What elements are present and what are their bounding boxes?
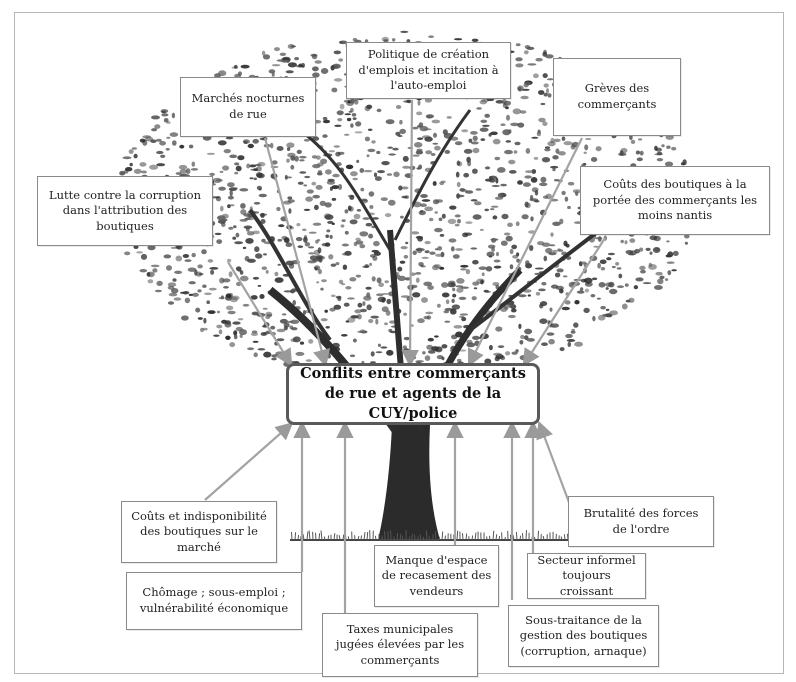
cause-box-1: Coûts et indisponibilité des boutiques s… bbox=[121, 501, 277, 563]
solution-box-2: Marchés nocturnes de rue bbox=[180, 77, 316, 137]
arrow-solution-4 bbox=[468, 137, 583, 367]
cause-box-3: Taxes municipales jugées élevées par les… bbox=[322, 613, 478, 677]
solution-box-5: Coûts des boutiques à la portée des comm… bbox=[580, 166, 770, 235]
arrow-cause-7 bbox=[536, 420, 572, 506]
cause-box-7: Brutalité des forces de l'ordre bbox=[568, 496, 714, 547]
solution-box-4: Grèves des commerçants bbox=[553, 58, 681, 136]
arrow-cause-1 bbox=[204, 422, 294, 501]
cause-box-6: Sous-traitance de la gestion des boutiqu… bbox=[508, 605, 659, 667]
cause-box-5: Secteur informel toujours croissant bbox=[527, 553, 646, 599]
arrow-solution-3 bbox=[401, 99, 419, 368]
arrows bbox=[204, 99, 606, 613]
cause-box-4: Manque d'espace de recasement des vendeu… bbox=[374, 545, 499, 607]
solution-box-1: Lutte contre la corruption dans l'attrib… bbox=[37, 176, 213, 246]
ground-grass bbox=[290, 530, 585, 541]
central-issue-box: Conflits entre commerçants de rue et age… bbox=[286, 363, 540, 425]
arrow-solution-2 bbox=[263, 137, 331, 368]
arrow-solution-1 bbox=[227, 261, 293, 367]
cause-box-2: Chômage ; sous-emploi ; vulnérabilité éc… bbox=[126, 572, 302, 630]
arrow-solution-5 bbox=[522, 237, 606, 367]
solution-box-3: Politique de création d'emplois et incit… bbox=[346, 42, 511, 99]
